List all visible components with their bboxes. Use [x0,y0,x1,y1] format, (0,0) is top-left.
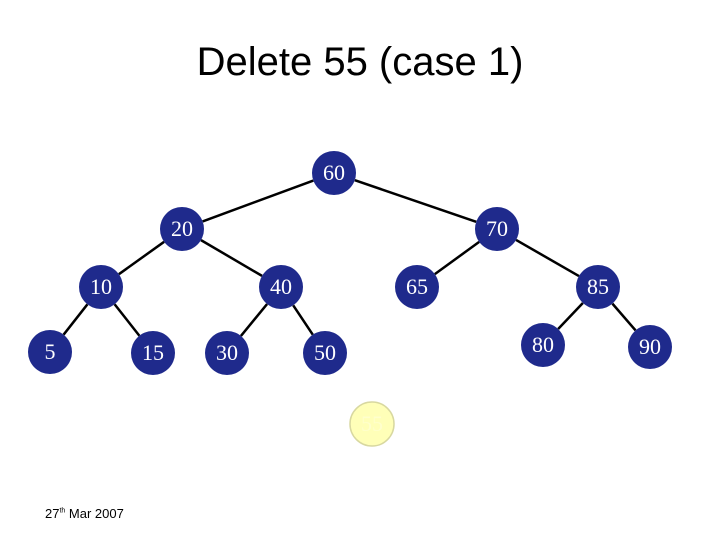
edge-60-20 [202,179,314,223]
node-circle [28,330,72,374]
node-label: 60 [323,160,345,185]
edge-10-15 [113,303,141,337]
node-circle [349,401,395,447]
tree-node-40: 40 [259,265,303,309]
edge-20-40 [200,239,263,277]
edge-20-10 [118,240,165,276]
footer-date: 27th Mar 2007 [45,506,124,521]
edge-70-65 [434,240,480,276]
edge-60-70 [354,178,477,224]
edge-40-30 [239,303,269,337]
node-label: 20 [171,216,193,241]
node-label: 90 [639,334,661,359]
tree-node-80: 80 [521,323,565,367]
node-circle [205,331,249,375]
node-label: 65 [406,274,428,299]
footer-suffix: th [59,507,66,515]
edge-40-50 [292,304,314,336]
node-label: 40 [270,274,292,299]
node-label: 70 [486,216,508,241]
node-label: 15 [142,340,164,365]
tree-node-50: 50 [303,331,347,375]
node-circle [312,151,356,195]
tree-node-10: 10 [79,265,123,309]
tree-node-70: 70 [475,207,519,251]
footer-day: 27 [45,506,60,521]
node-circle [303,331,347,375]
tree-node-85: 85 [576,265,620,309]
node-circle [259,265,303,309]
node-circle [160,207,204,251]
tree-node-20: 20 [160,207,204,251]
tree-node-55: 55 [349,401,395,447]
tree-node-15: 15 [131,331,175,375]
node-circle [628,325,672,369]
node-label: 55 [361,411,383,436]
node-circle [395,265,439,309]
tree-node-60: 60 [312,151,356,195]
node-circle [521,323,565,367]
node-circle [576,265,620,309]
node-label: 80 [532,332,554,357]
edge-70-85 [515,238,580,278]
node-label: 30 [216,340,238,365]
node-label: 85 [587,274,609,299]
node-circle [131,331,175,375]
slide-title: Delete 55 (case 1) [196,40,524,84]
tree-node-90: 90 [628,325,672,369]
footer-rest: Mar 2007 [65,506,124,521]
edge-85-90 [611,302,637,332]
node-label: 5 [45,339,56,364]
node-circle [475,207,519,251]
node-label: 10 [90,274,112,299]
tree-node-30: 30 [205,331,249,375]
tree-node-65: 65 [395,265,439,309]
node-circle [79,265,123,309]
node-label: 50 [314,340,336,365]
tree-node-5: 5 [28,330,72,374]
edge-85-80 [557,302,584,330]
edge-10-5 [62,303,89,336]
